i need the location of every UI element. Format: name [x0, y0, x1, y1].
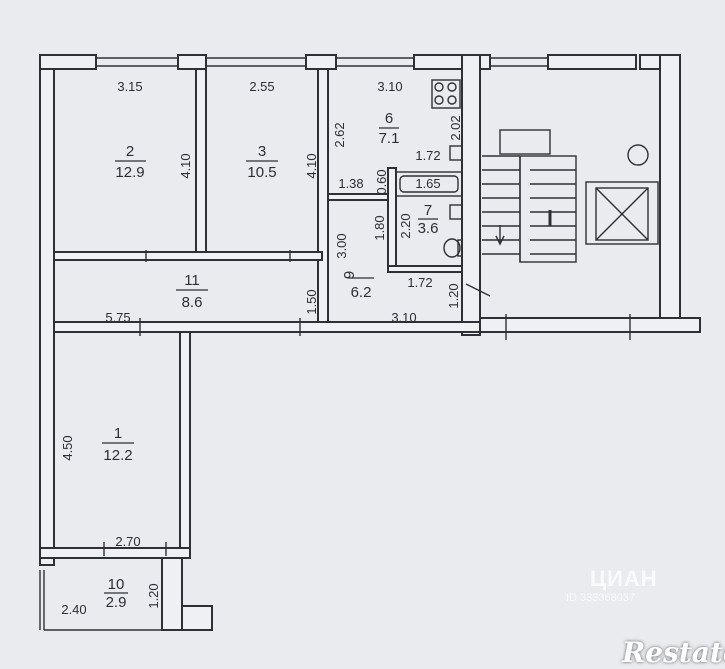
wall-room1-right [179, 331, 191, 551]
room-1-number: 1 [114, 425, 122, 442]
room-1-area: 12.2 [103, 447, 132, 464]
washbasin-icon [449, 204, 463, 220]
kitchen-sink-icon [449, 145, 463, 161]
cian-id-watermark: ID 333368037 [566, 592, 636, 604]
dim-label: 3.00 [334, 233, 349, 258]
wall-corridor-top [53, 251, 323, 261]
dim-label: 0.60 [374, 169, 389, 194]
room-6-number: 6 [385, 110, 393, 127]
dim-label: 1.72 [407, 275, 432, 290]
room-9-number: 9 [341, 271, 358, 279]
dim-label: 2.55 [249, 79, 274, 94]
wall-landing-bottom [479, 317, 701, 333]
wall-room1-bottom [39, 547, 191, 559]
room-7-area: 3.6 [418, 220, 439, 237]
wall-stair-left [461, 54, 481, 336]
toilet-icon [443, 238, 463, 258]
room-2-area: 12.9 [115, 164, 144, 181]
room-3-area: 10.5 [247, 164, 276, 181]
dimension-ticks [103, 250, 631, 556]
dim-label: 4.10 [304, 153, 319, 178]
dim-label: 1.65 [415, 176, 440, 191]
stairs-icon [482, 129, 577, 263]
dim-label: 1.50 [304, 289, 319, 314]
room-labels: 2 12.9 3 10.5 6 7.1 7 3.6 9 6.2 11 8.6 1… [102, 110, 438, 611]
dim-label: 1.80 [372, 215, 387, 240]
dim-label: 2.40 [61, 602, 86, 617]
dim-label: 2.62 [332, 122, 347, 147]
walls [39, 54, 701, 631]
dim-label: 1.20 [146, 583, 161, 608]
dim-label: 2.02 [448, 115, 463, 140]
wall-3-6 [317, 68, 329, 328]
dim-label: 5.75 [105, 310, 130, 325]
wall-top-2 [177, 54, 207, 70]
windows [39, 57, 548, 631]
dim-label: 1.72 [415, 148, 440, 163]
dim-label: 4.50 [60, 435, 75, 460]
wall-balcony-stub [181, 605, 213, 631]
dim-label: 3.15 [117, 79, 142, 94]
room-2-number: 2 [126, 143, 134, 160]
dim-label: 1.20 [446, 283, 461, 308]
wall-bath-left [387, 167, 397, 273]
room-3-number: 3 [258, 143, 266, 160]
dim-label: 3.10 [391, 310, 416, 325]
room-7-number: 7 [424, 202, 432, 219]
wall-top-3 [305, 54, 337, 70]
dim-label: 3.10 [377, 79, 402, 94]
wall-bath-bottom [387, 265, 463, 273]
wall-balcony-right [161, 557, 183, 631]
cian-watermark: ЦИАН [590, 566, 658, 591]
stove-icon [431, 79, 461, 109]
room-10-number: 10 [108, 576, 125, 593]
room-11-area: 8.6 [182, 294, 203, 311]
dim-label: 2.20 [398, 213, 413, 238]
wall-top-5 [547, 54, 637, 70]
dim-label: 4.10 [178, 153, 193, 178]
room-11-number: 11 [184, 272, 200, 289]
room-10-area: 2.9 [106, 594, 127, 611]
dimensions: 3.15 2.55 3.10 4.10 4.10 2.62 2.02 1.72 … [60, 79, 463, 617]
elevator-icon [585, 181, 659, 245]
wall-2-3 [195, 68, 207, 258]
column-icon [627, 144, 649, 166]
bathtub-icon [395, 171, 463, 197]
dim-label: 1.38 [338, 176, 363, 191]
restate-logo: Restate [622, 636, 725, 669]
wall-right-outer [659, 54, 681, 326]
room-6-area: 7.1 [379, 130, 400, 147]
room-9-area: 6.2 [351, 284, 372, 301]
wall-top-1 [39, 54, 97, 70]
dim-label: 2.70 [115, 534, 140, 549]
wall-left-outer [39, 54, 55, 566]
